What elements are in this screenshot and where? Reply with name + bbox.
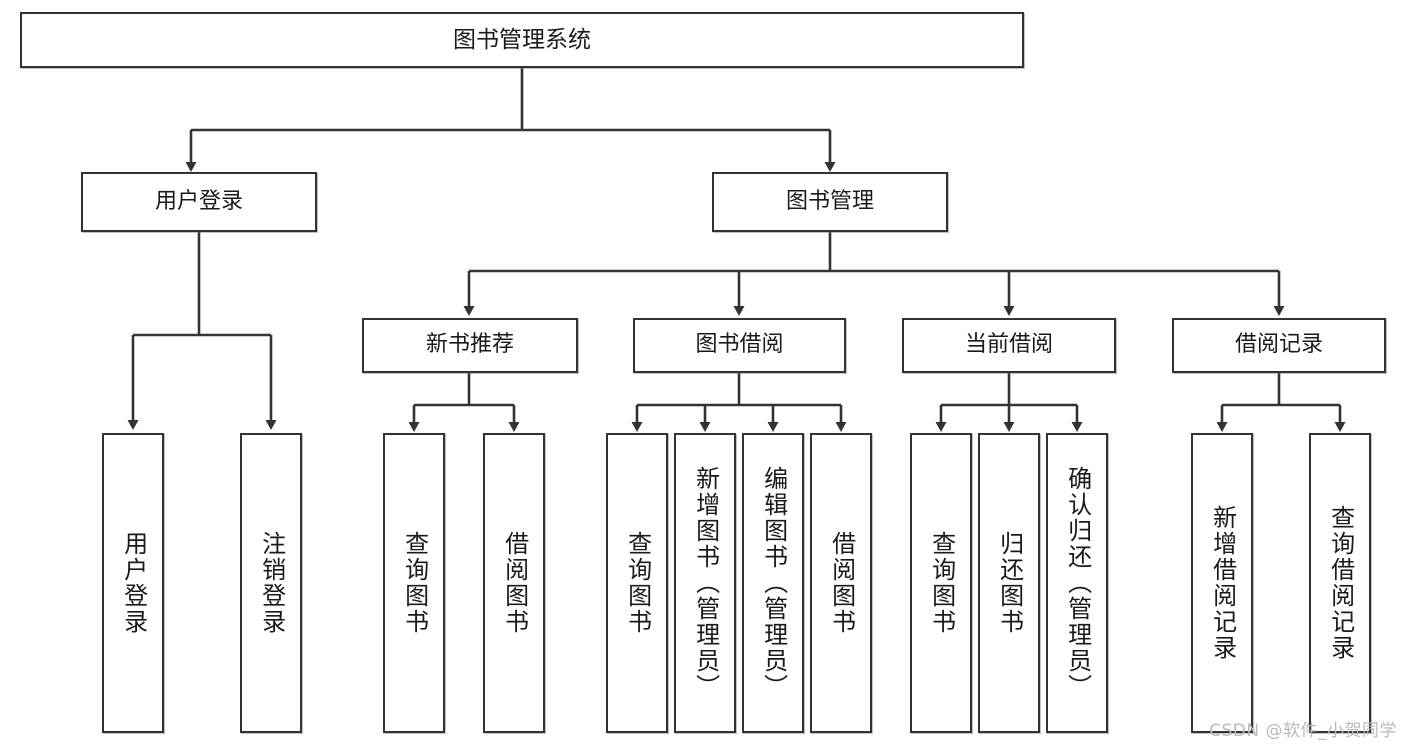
node-current-borrow-label: 当前借阅 xyxy=(964,332,1053,358)
leaf-user-login-login-label: 用户登录 xyxy=(119,531,148,635)
leaf-borrow-query-book[interactable]: 查询图书 xyxy=(606,433,668,733)
leaf-record-add-record[interactable]: 新增借阅记录 xyxy=(1191,433,1253,733)
leaf-borrow-borrow-book[interactable]: 借阅图书 xyxy=(810,433,872,733)
leaf-user-login-logout-label: 注销登录 xyxy=(257,531,286,635)
node-user-login-label: 用户登录 xyxy=(154,188,243,214)
leaf-recommend-query-book-label: 查询图书 xyxy=(400,531,429,635)
leaf-user-login-login[interactable]: 用户登录 xyxy=(102,433,164,733)
node-borrow-record[interactable]: 借阅记录 xyxy=(1172,318,1386,373)
leaf-current-return-book[interactable]: 归还图书 xyxy=(978,433,1040,733)
leaf-record-add-record-label: 新增借阅记录 xyxy=(1208,505,1237,661)
node-current-borrow[interactable]: 当前借阅 xyxy=(902,318,1116,373)
leaf-borrow-add-book-label: 新增图书（管理员） xyxy=(691,466,720,700)
leaf-recommend-borrow-book-label: 借阅图书 xyxy=(500,531,529,635)
node-borrow-record-label: 借阅记录 xyxy=(1234,332,1323,358)
leaf-recommend-query-book[interactable]: 查询图书 xyxy=(383,433,445,733)
leaf-record-query-record-label: 查询借阅记录 xyxy=(1326,505,1355,661)
node-root-system[interactable]: 图书管理系统 xyxy=(20,12,1024,68)
leaf-borrow-query-book-label: 查询图书 xyxy=(623,531,652,635)
node-new-book-recommend-label: 新书推荐 xyxy=(425,332,514,358)
leaf-current-query-book[interactable]: 查询图书 xyxy=(910,433,972,733)
node-root-system-label: 图书管理系统 xyxy=(453,26,591,53)
leaf-user-login-logout[interactable]: 注销登录 xyxy=(240,433,302,733)
node-user-login[interactable]: 用户登录 xyxy=(81,172,317,232)
node-book-management[interactable]: 图书管理 xyxy=(712,172,948,232)
node-book-borrow-label: 图书借阅 xyxy=(695,332,784,358)
leaf-record-query-record[interactable]: 查询借阅记录 xyxy=(1309,433,1371,733)
leaf-current-confirm-return-label: 确认归还（管理员） xyxy=(1063,466,1092,700)
leaf-current-return-book-label: 归还图书 xyxy=(995,531,1024,635)
leaf-borrow-borrow-book-label: 借阅图书 xyxy=(827,531,856,635)
leaf-borrow-add-book[interactable]: 新增图书（管理员） xyxy=(674,433,736,733)
leaf-recommend-borrow-book[interactable]: 借阅图书 xyxy=(483,433,545,733)
node-book-management-label: 图书管理 xyxy=(785,188,874,214)
node-book-borrow[interactable]: 图书借阅 xyxy=(633,318,846,373)
leaf-current-confirm-return[interactable]: 确认归还（管理员） xyxy=(1046,433,1108,733)
leaf-borrow-edit-book-label: 编辑图书（管理员） xyxy=(759,466,788,700)
leaf-borrow-edit-book[interactable]: 编辑图书（管理员） xyxy=(742,433,804,733)
node-new-book-recommend[interactable]: 新书推荐 xyxy=(362,318,578,373)
watermark-text: CSDN @软件_小贺同学 xyxy=(1209,721,1397,741)
leaf-current-query-book-label: 查询图书 xyxy=(927,531,956,635)
